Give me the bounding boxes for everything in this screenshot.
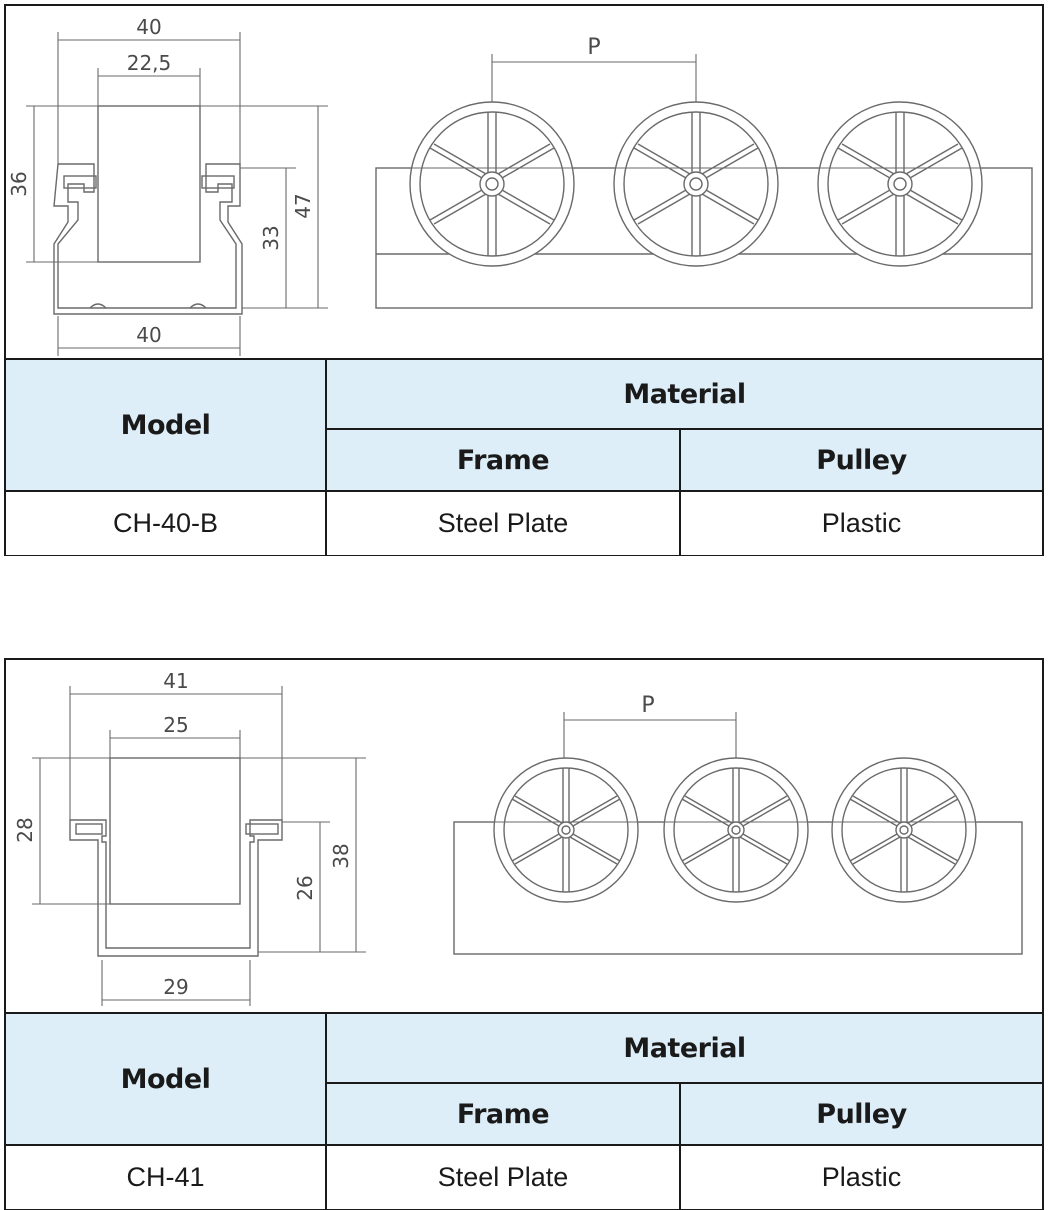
pitch-label: P (641, 693, 654, 718)
pulley-wheel (409, 101, 575, 267)
dim-bottom-width: 40 (136, 323, 161, 347)
dim-top-inner: 22,5 (127, 51, 172, 75)
technical-drawing: 41 25 28 26 38 29 P (6, 660, 1042, 1012)
material-header: Material (324, 1012, 1043, 1084)
dim-left-height: 28 (13, 817, 37, 842)
pulley-value: Plastic (678, 1144, 1043, 1209)
model-header: Model (6, 1012, 327, 1146)
drawing-svg: 40 22,5 36 33 47 40 P (7, 15, 1033, 356)
frame-value: Steel Plate (325, 490, 681, 555)
dim-inner-height: 26 (293, 875, 317, 900)
channel-profile (69, 757, 283, 957)
frame-header: Frame (326, 1082, 681, 1146)
model-header: Model (6, 358, 327, 492)
dim-left-height: 36 (7, 171, 31, 196)
dim-top-inner: 25 (163, 713, 188, 737)
frame-value: Steel Plate (325, 1144, 681, 1209)
dim-inner-height: 33 (259, 225, 283, 250)
pulley-wheel (831, 757, 977, 903)
roller-section (97, 105, 201, 263)
pulley-header: Pulley (678, 1082, 1043, 1146)
pulley-wheel (493, 757, 639, 903)
spec-panel-ch-40-b: 40 22,5 36 33 47 40 P Model Material Fra… (4, 4, 1044, 556)
pitch-label: P (587, 35, 600, 60)
technical-drawing: 40 22,5 36 33 47 40 P (6, 6, 1042, 358)
pulley-header: Pulley (678, 428, 1043, 492)
pulley-wheel (613, 101, 779, 267)
material-header: Material (324, 358, 1043, 430)
pulley-wheel (663, 757, 809, 903)
channel-profile (53, 105, 243, 315)
dim-top-outer: 40 (136, 15, 161, 39)
model-value: CH-41 (6, 1144, 327, 1209)
frame-header: Frame (326, 428, 681, 492)
dimension-lines (32, 686, 737, 1006)
model-value: CH-40-B (6, 490, 327, 555)
spec-panel-ch-41: 41 25 28 26 38 29 P Model Material Frame… (4, 658, 1044, 1210)
material-table: Model Material Frame Pulley CH-40-B Stee… (6, 358, 1043, 555)
dim-top-outer: 41 (163, 669, 188, 693)
material-table: Model Material Frame Pulley CH-41 Steel … (6, 1012, 1043, 1209)
dim-right-height: 38 (329, 843, 353, 868)
drawing-svg: 41 25 28 26 38 29 P (13, 669, 1023, 1006)
pulley-wheel (817, 101, 983, 267)
pulley-value: Plastic (678, 490, 1043, 555)
roller-section (109, 757, 241, 905)
dim-right-height: 47 (291, 193, 315, 218)
dim-bottom-width: 29 (163, 975, 188, 999)
